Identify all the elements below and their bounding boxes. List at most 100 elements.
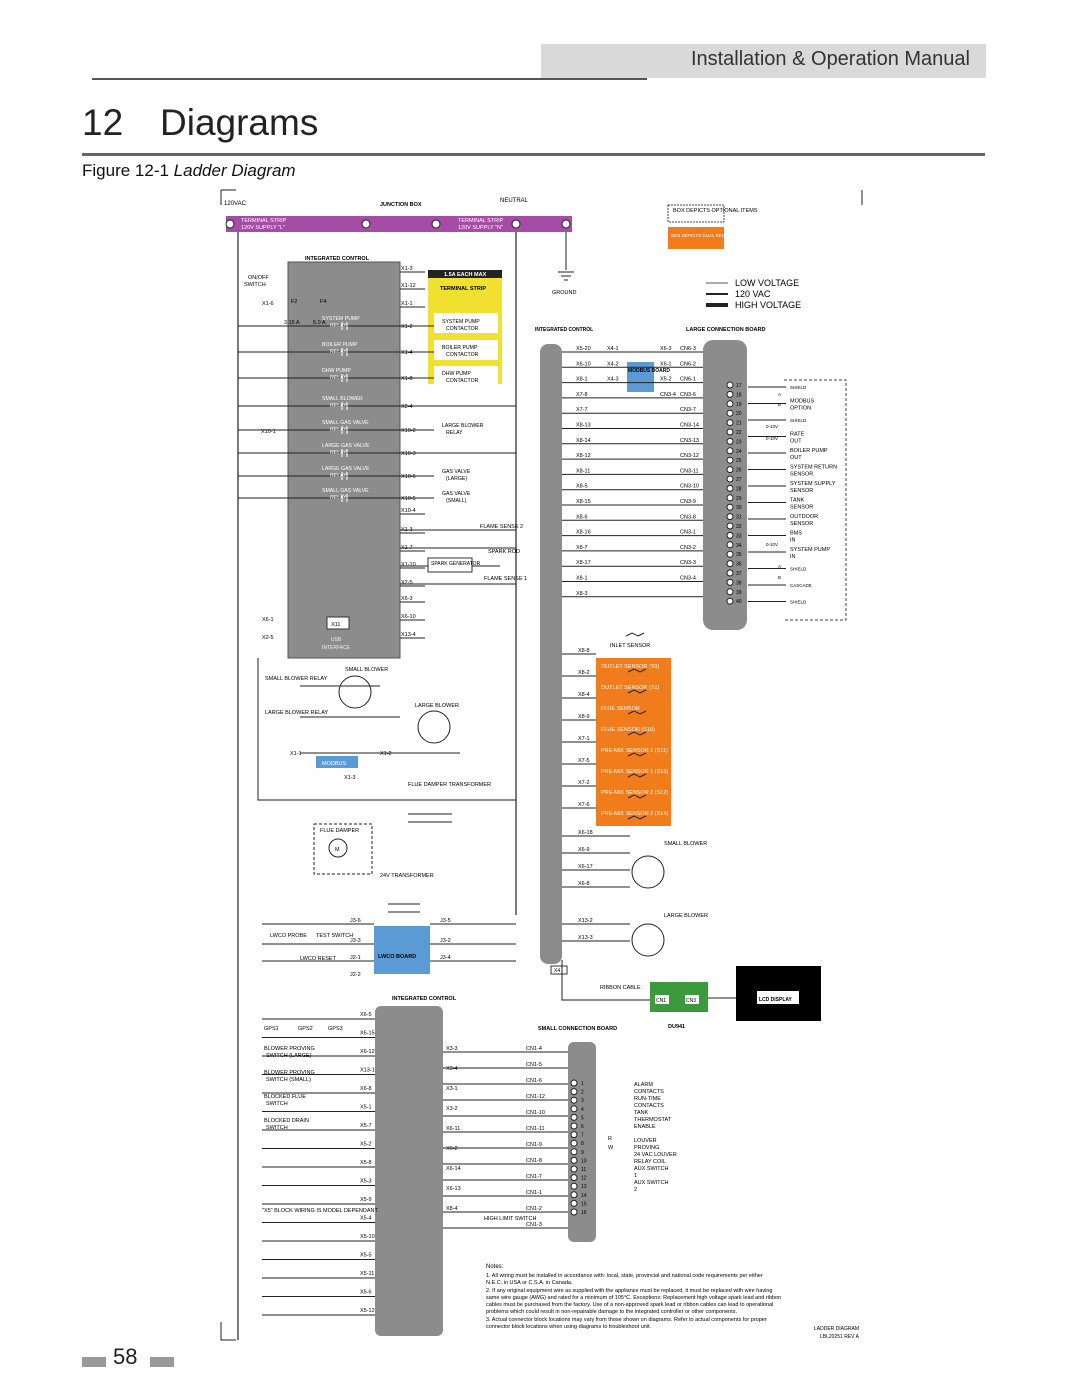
contactor-boiler [434, 340, 498, 360]
label-ladder-diagram: LADDER DIAGRAM [814, 1326, 859, 1332]
label-large-blower-2: LARGE BLOWER [664, 913, 708, 919]
relay-contact-pin: X1-2 [401, 324, 413, 330]
lower-ic-pin: X5-8 [360, 1160, 372, 1166]
small-blower-fan-1 [338, 675, 372, 709]
large-board-output: SYSTEM PUMP [790, 547, 830, 553]
lower-ic-mid-pin: X3-4 [446, 1066, 458, 1072]
relay-name: RELAY [330, 473, 347, 479]
relay-load: CONTACTOR [446, 352, 479, 358]
small-board-cn-pin: CN1-7 [526, 1174, 542, 1180]
sensor-label: FLUE SENSOR [601, 706, 640, 712]
lower-ic-switch: SWITCH [266, 1125, 288, 1131]
manual-title: Installation & Operation Manual [690, 48, 970, 70]
large-board-output: IN [790, 554, 796, 560]
label-test-switch: TEST SWITCH [316, 933, 353, 939]
large-board-terminal-number: 20 [736, 411, 742, 417]
sensor-pin: X7-1 [578, 736, 590, 742]
label-x4: X4 [554, 968, 560, 974]
large-board-terminal [726, 466, 734, 474]
lower-ic-pin: X5-6 [360, 1290, 372, 1296]
large-board-terminal [726, 409, 734, 417]
relay-load: BOILER PUMP [442, 345, 478, 351]
sensor-pin: X8-8 [578, 648, 590, 654]
large-cn-pin: CN3-2 [680, 545, 696, 551]
sensor-block [596, 658, 671, 826]
label-usb: USB [331, 637, 342, 643]
large-cn-pin: CN6-2 [680, 361, 696, 367]
small-board-terminal-number: 9 [581, 1150, 584, 1156]
small-board-terminal [570, 1148, 578, 1156]
relay-contact [341, 472, 348, 480]
label-large-blower-relay: LARGE BLOWER RELAY [265, 710, 328, 716]
relay-contact [341, 426, 348, 434]
label-terminal-strip-n: TERMINAL STRIP [458, 218, 504, 224]
relay-name: RELAY [330, 495, 347, 501]
lwco-pin-label: J2-1 [350, 955, 361, 961]
sensor-pin: X7-2 [578, 780, 590, 786]
note-line: connector block locations when using dia… [486, 1324, 652, 1330]
label-small-board: SMALL CONNECTION BOARD [538, 1026, 617, 1032]
relay-load: DHW PUMP [442, 371, 471, 377]
relay-contact-pin: X1-4 [401, 350, 413, 356]
large-board-terminal-number: 32 [736, 524, 742, 530]
lower-ic-mid-pin: X3-3 [446, 1046, 458, 1052]
ic-pin-label: X1-10 [401, 562, 416, 568]
lower-ic-pin: X5-3 [360, 1179, 372, 1185]
large-board-output: IN [790, 538, 796, 544]
large-board-output: RATE [790, 432, 805, 438]
relay-name: LARGE GAS VALVE [322, 443, 370, 449]
transformer-24v [388, 903, 420, 913]
lwco-pin-label: J3-2 [440, 938, 451, 944]
lwco-pin-label: J3-5 [440, 918, 451, 924]
large-board-rows: X5-20X6-10X8-1X7-8X7-7X8-13X8-14X8-12X8-… [562, 346, 742, 605]
large-ic-pin: X8-3 [576, 591, 588, 597]
relay-contact [341, 449, 348, 457]
cn1-port [655, 995, 669, 1004]
relay-contact [341, 494, 348, 502]
relay-name: RELAY [330, 375, 347, 381]
relay-name: SMALL GAS VALVE [322, 488, 369, 494]
label-large-ic: INTEGRATED CONTROL [535, 327, 593, 333]
small-board-cn-pin: CN1-11 [526, 1126, 545, 1132]
sensor-pins: X8-8X8-2X8-4X8-9X7-1X7-5X7-2X7-6 [562, 648, 596, 809]
label-x1-3: X1-3 [344, 775, 356, 781]
box-depicts-dual [668, 227, 724, 249]
small-board-terminal-number: 14 [581, 1193, 587, 1199]
relay-load: CONTACTOR [446, 326, 479, 332]
footer-mark-left [82, 1357, 106, 1367]
note-line: N.E.C. in USA or C.S.A. in Canada. [486, 1280, 573, 1286]
relay-name: SYSTEM PUMP [322, 316, 360, 322]
label-high-limit: HIGH LIMIT SWITCH [484, 1216, 536, 1222]
large-cn-pin: CN3-14 [680, 423, 699, 429]
label-neutral: NEUTRAL [500, 198, 529, 204]
relay-contact [341, 348, 348, 356]
large-cn-right-pin: X5-2 [660, 377, 672, 383]
label-supply-n: 120V SUPPLY "N" [458, 225, 503, 231]
large-board-terminal-number: 17 [736, 383, 742, 389]
label-flame2: FLAME SENSE 2 [480, 524, 523, 530]
small-board-terminal [570, 1191, 578, 1199]
large-board-terminal [726, 531, 734, 539]
large-board-terminal-number: 27 [736, 477, 742, 483]
small-board-terminal [570, 1208, 578, 1216]
flue-damper-motor [328, 838, 348, 858]
large-cn-right-pin: X6-3 [660, 346, 672, 352]
relay-name: SMALL GAS VALVE [322, 420, 369, 426]
ground-symbol [558, 271, 574, 281]
relay-contact [341, 322, 348, 330]
large-blower-fan-2 [631, 923, 665, 957]
large-board-terminal [726, 578, 734, 586]
small-board-cn-pin: CN1-2 [526, 1206, 542, 1212]
relay-contact-pin: X10-6 [401, 474, 416, 480]
lower-ic-mid-pin: X6-14 [446, 1166, 461, 1172]
label-switch: SWITCH [244, 282, 266, 288]
each-max-bar [428, 270, 502, 278]
label-gps1: GPS1 [264, 1026, 279, 1032]
small-board-terminal [570, 1182, 578, 1190]
label-ab: B [778, 402, 781, 407]
large-board-terminal-number: 24 [736, 449, 742, 455]
large-board-output: SHIELD [790, 567, 807, 572]
small-board-cn-pin: CN1-4 [526, 1046, 542, 1052]
